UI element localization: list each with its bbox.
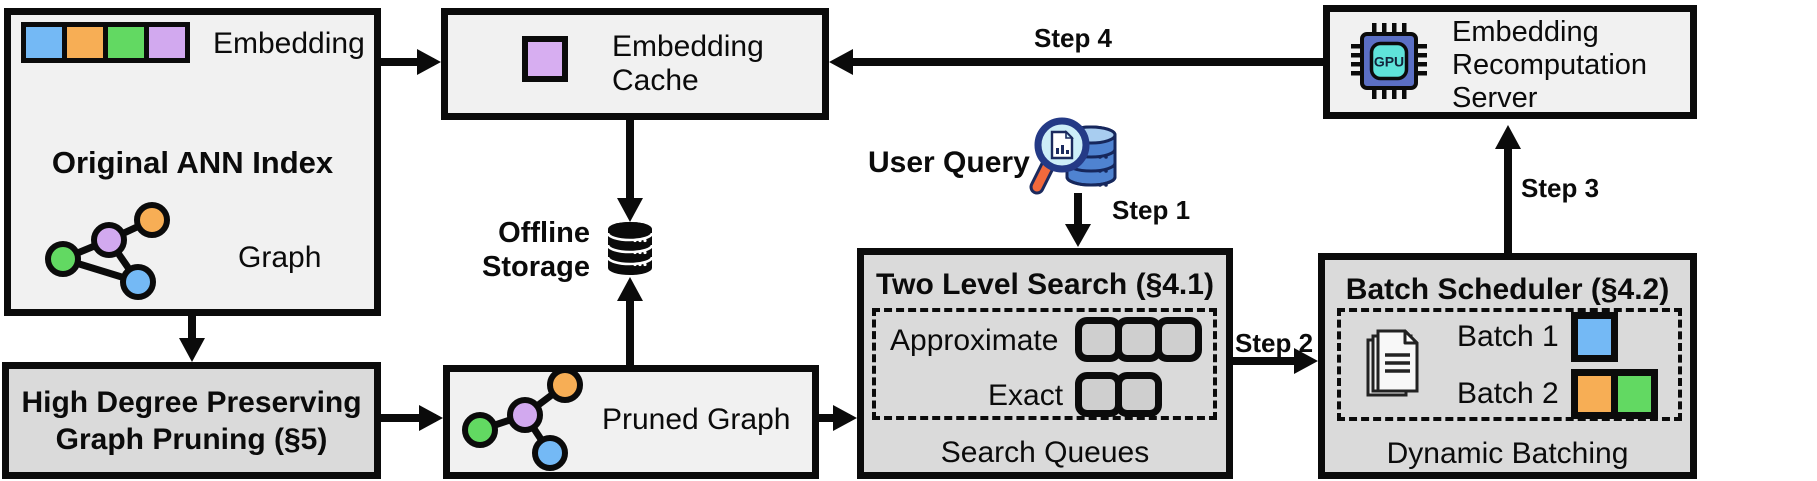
query-search-icon bbox=[1029, 117, 1117, 195]
approximate-queue-label: Approximate bbox=[890, 324, 1059, 357]
pruned-graph-label: Pruned Graph bbox=[602, 403, 791, 436]
queue-slot bbox=[1115, 317, 1162, 362]
dynamic-batching-caption: Dynamic Batching bbox=[1386, 437, 1629, 470]
embedding-cache-label-line1: Embedding bbox=[612, 30, 764, 63]
queue-slot bbox=[1155, 317, 1202, 362]
arrow-step3-scheduler-to-server bbox=[1495, 125, 1521, 253]
arrow-pruned-graph-to-search bbox=[819, 405, 857, 431]
arrow-cache-to-storage bbox=[617, 120, 643, 222]
embedding-cell-green bbox=[103, 22, 149, 63]
exact-queue-slots bbox=[1075, 372, 1162, 417]
arrow-pruning-to-pruned-graph bbox=[381, 405, 443, 431]
arrow-ann-to-cache bbox=[380, 49, 441, 75]
recomputation-server-box: GPU Embedding Recomputation Server bbox=[1323, 5, 1697, 119]
embedding-cache-box: Embedding Cache bbox=[441, 8, 829, 120]
search-queues-caption: Search Queues bbox=[940, 436, 1150, 469]
queue-slot bbox=[1115, 372, 1162, 417]
embedding-strip-label: Embedding bbox=[213, 27, 365, 60]
original-ann-index-title: Original ANN Index bbox=[51, 145, 334, 180]
pruned-graph-box: Pruned Graph bbox=[443, 365, 819, 479]
step2-label: Step 2 bbox=[1235, 328, 1314, 358]
gpu-icon-label: GPU bbox=[1374, 54, 1404, 70]
batch2-item-green bbox=[1611, 369, 1658, 419]
batch2-items bbox=[1571, 369, 1658, 419]
gpu-chip-icon: GPU bbox=[1351, 23, 1427, 99]
embedding-cache-label-line2: Cache bbox=[612, 64, 699, 97]
recomputation-server-line1: Embedding bbox=[1452, 16, 1599, 48]
user-query-label: User Query bbox=[868, 146, 1030, 179]
two-level-search-title: Two Level Search (§4.1) bbox=[876, 268, 1214, 301]
approximate-queue-slots bbox=[1075, 317, 1202, 362]
dynamic-batching-dashed-panel bbox=[1337, 308, 1682, 421]
step1-label: Step 1 bbox=[1112, 195, 1191, 225]
graph-label: Graph bbox=[238, 241, 322, 274]
embedding-vector-strip-icon bbox=[21, 22, 190, 63]
batch-scheduler-title: Batch Scheduler (§4.2) bbox=[1345, 273, 1670, 306]
arrow-ann-to-pruning bbox=[179, 315, 205, 362]
embedding-cell-orange bbox=[62, 22, 108, 63]
original-ann-index-box: Embedding Original ANN Index Graph bbox=[4, 8, 381, 316]
pruned-graph-icon bbox=[462, 367, 583, 471]
exact-queue-label: Exact bbox=[988, 379, 1064, 412]
database-icon bbox=[606, 222, 654, 275]
search-queues-dashed-panel bbox=[872, 308, 1217, 420]
cached-embedding-square-icon bbox=[522, 36, 568, 82]
offline-storage-label: Offline Storage bbox=[455, 216, 590, 284]
high-degree-pruning-line2: Graph Pruning (§5) bbox=[55, 422, 328, 456]
step3-label: Step 3 bbox=[1521, 173, 1600, 203]
step4-label: Step 4 bbox=[1033, 23, 1113, 53]
batch2-label: Batch 2 bbox=[1457, 377, 1559, 410]
documents-icon bbox=[1366, 329, 1419, 397]
two-level-search-box: Two Level Search (§4.1) Approximate Exac… bbox=[857, 248, 1233, 479]
offline-storage-line2: Storage bbox=[482, 251, 590, 283]
recomputation-server-line2: Recomputation bbox=[1452, 49, 1648, 81]
batch-scheduler-box: Batch Scheduler (§4.2) Batch 1 Batch 2 D… bbox=[1318, 253, 1697, 479]
recomputation-server-line3: Server bbox=[1452, 82, 1538, 114]
batch1-item-blue bbox=[1571, 312, 1618, 362]
embedding-cell-purple bbox=[144, 22, 190, 63]
high-degree-pruning-box: High Degree Preserving Graph Pruning (§5… bbox=[2, 362, 381, 479]
graph-icon bbox=[45, 202, 170, 300]
offline-storage-line1: Offline bbox=[498, 217, 590, 249]
high-degree-pruning-line1: High Degree Preserving bbox=[21, 385, 362, 419]
arrow-pruned-graph-to-storage bbox=[617, 277, 643, 365]
embedding-cell-blue bbox=[21, 22, 67, 63]
batch1-label: Batch 1 bbox=[1457, 320, 1559, 353]
